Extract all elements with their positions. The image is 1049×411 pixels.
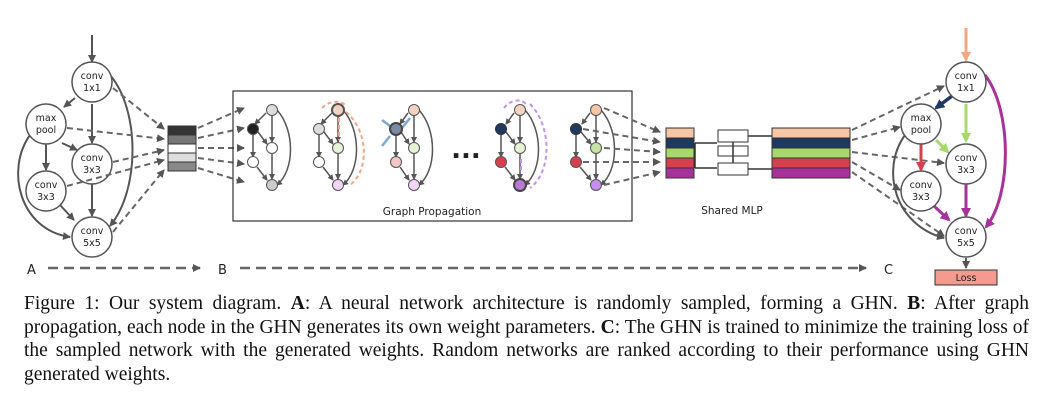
caption-a-label: A [290,293,305,314]
graph-ellipsis: ... [451,135,481,165]
weighted-node-conv-5x5-line1: conv [955,226,978,237]
generated-weights [771,127,851,179]
loss-label: Loss [956,273,977,284]
weighted-architecture: conv 1x1 max pool conv 3x3 conv 3x3 conv… [892,28,1007,286]
caption-b-label: B [907,293,921,314]
loss-box: Loss [934,269,998,286]
caption-b-text: : After graph propagation, each node in … [24,293,1030,338]
stage-label-a: A [27,263,36,278]
weighted-node-conv-3x3-right-line1: conv [955,153,978,164]
node-conv-3x3-right-line1: conv [81,153,104,164]
weights-to-arch-arrows [851,85,945,237]
weighted-node-conv-3x3-left-line1: conv [910,180,933,191]
weighted-node-max-pool: max pool [900,103,942,145]
system-diagram: conv 1x1 max pool conv 3x3 conv 3x3 conv… [17,28,1007,286]
weighted-node-conv-5x5: conv 5x5 [945,216,987,258]
caption-c-text: : The GHN is trained to minimize the tra… [24,316,1030,385]
stage-label-c: C [884,263,893,278]
node-max-pool-line1: max [36,113,57,124]
node-conv-3x3-right: conv 3x3 [71,143,113,185]
weighted-node-conv-1x1-line2: 1x1 [957,83,975,94]
node-conv-3x3-left-line1: conv [35,180,58,191]
weighted-node-conv-1x1: conv 1x1 [945,61,987,103]
stage-timeline: A B C [27,263,893,278]
node-max-pool: max pool [25,103,67,145]
graph-propagation-panel: Graph Propagation [232,90,633,222]
node-conv-3x3-left: conv 3x3 [25,170,67,212]
node-conv-3x3-left-line2: 3x3 [37,192,55,203]
caption-a-text: : A neural network architecture is rando… [304,293,898,314]
mini-graph-3 [381,104,434,191]
colored-embeddings [665,127,695,179]
embedding-to-graph-arrows [197,107,245,184]
weighted-node-conv-3x3-right-line2: 3x3 [957,165,975,176]
mini-graph-4 [495,99,548,192]
node-conv-1x1-line1: conv [81,71,104,82]
node-embedding-stack [167,125,197,172]
node-conv-1x1-line2: 1x1 [83,83,101,94]
node-conv-1x1: conv 1x1 [71,61,113,103]
caption-c-label: C [600,316,615,338]
figure-caption: Figure 1: Our system diagram. A: A neura… [24,292,1029,386]
node-conv-5x5-line2: 5x5 [83,238,101,249]
weighted-node-conv-3x3-left: conv 3x3 [900,170,942,212]
mini-graph-2 [313,100,365,191]
weighted-node-conv-1x1-line1: conv [955,71,978,82]
graph-propagation-label: Graph Propagation [383,206,482,218]
weighted-node-max-pool-line2: pool [911,125,931,136]
weighted-node-max-pool-line1: max [911,113,932,124]
sampled-architecture: conv 1x1 max pool conv 3x3 conv 3x3 conv… [17,35,134,258]
weighted-node-conv-3x3-right: conv 3x3 [945,143,987,185]
shared-mlp: Shared MLP [665,127,851,217]
weighted-node-conv-3x3-left-line2: 3x3 [912,192,930,203]
caption-prefix: Figure 1: Our system diagram. [24,293,282,314]
node-conv-3x3-right-line2: 3x3 [83,165,101,176]
weighted-node-conv-5x5-line2: 5x5 [957,238,975,249]
arch-to-embedding-arrows [66,87,165,233]
mini-graph-1 [247,104,292,191]
stage-label-b: B [218,263,227,278]
shared-mlp-label: Shared MLP [701,205,763,217]
node-max-pool-line2: pool [36,125,56,136]
node-conv-5x5: conv 5x5 [71,216,113,258]
node-conv-5x5-line1: conv [81,226,104,237]
graph-to-mlp-arrows [582,107,661,186]
